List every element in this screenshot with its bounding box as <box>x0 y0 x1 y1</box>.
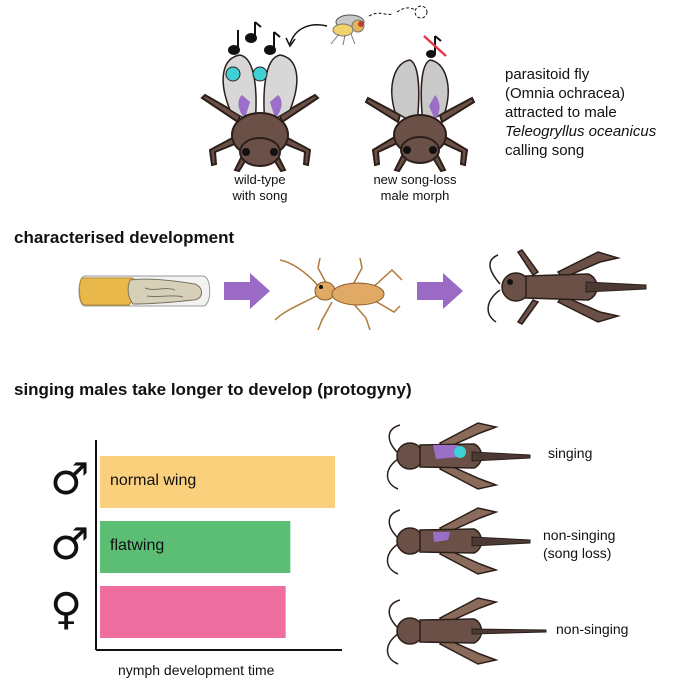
nymph-illustration <box>274 257 403 331</box>
nonsinging-label: non-singing <box>556 621 629 637</box>
bar-0 <box>100 456 335 508</box>
curved-arrow-icon <box>285 24 328 48</box>
wildtype-cricket-illustration <box>200 54 320 173</box>
songloss-label: non-singing (song loss) <box>543 527 616 561</box>
singing-cricket-illustration <box>386 422 531 490</box>
female-symbol-icon: ♀ <box>50 584 83 635</box>
arrow-icon <box>417 273 463 309</box>
development-heading: characterised development <box>14 228 235 247</box>
wildtype-caption: wild-type with song <box>232 172 288 203</box>
parasitoid-fly-illustration <box>330 5 428 46</box>
music-notes-icon <box>228 21 281 55</box>
development-time-bar-chart <box>95 440 342 651</box>
no-song-icon <box>423 35 447 58</box>
male-symbol-icon: ♂ <box>50 519 90 570</box>
bar-label-1: flatwing <box>110 537 165 554</box>
fly-description: parasitoid fly (Omnia ochracea) attracte… <box>505 66 657 159</box>
songloss-cricket-illustration <box>364 59 476 173</box>
songloss-caption: new song-loss male morph <box>373 172 457 203</box>
singing-label: singing <box>548 445 593 461</box>
left-ear <box>225 66 241 82</box>
male-symbol-icon: ♂ <box>50 454 90 505</box>
bar-2 <box>100 586 286 638</box>
protogyny-heading: singing males take longer to develop (pr… <box>14 380 412 399</box>
bar-label-0: normal wing <box>110 472 197 489</box>
bar-1 <box>100 521 291 573</box>
x-axis-label: nymph development time <box>118 662 275 678</box>
songloss-nonsinging-cricket-illustration <box>386 507 531 575</box>
right-ear <box>252 66 268 82</box>
arrow-icon <box>224 273 270 309</box>
adult-cricket-illustration <box>487 249 647 325</box>
egg-illustration <box>78 275 211 307</box>
female-cricket-illustration <box>386 597 547 665</box>
